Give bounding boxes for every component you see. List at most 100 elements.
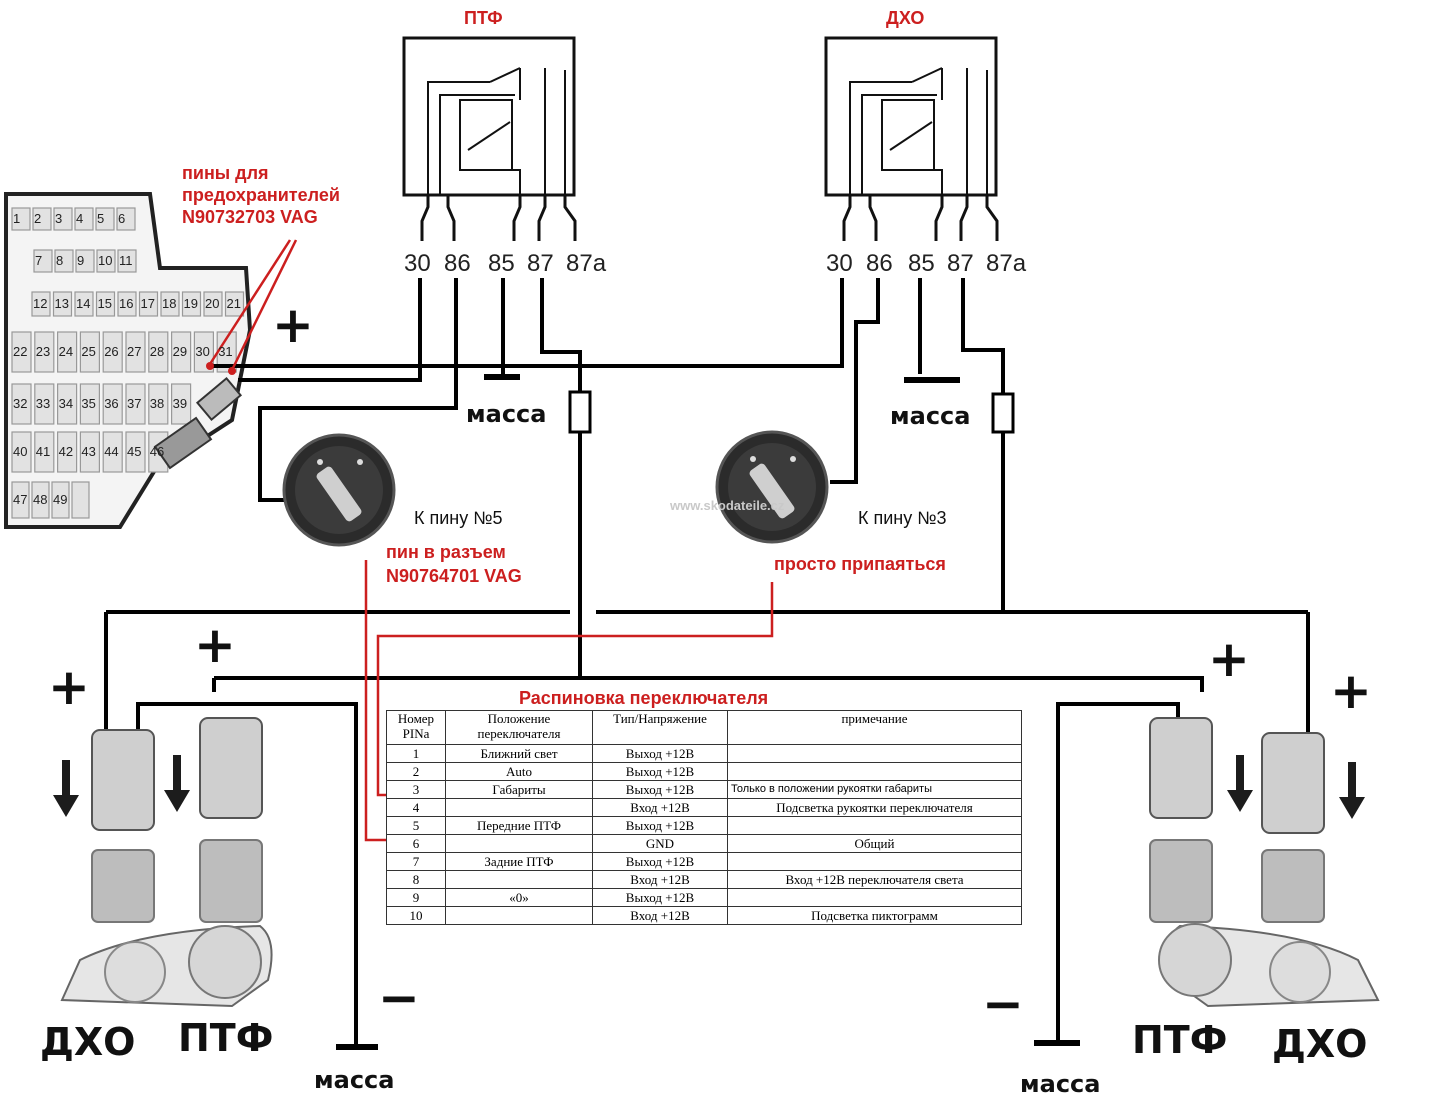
- fuse-slot: [117, 291, 137, 317]
- fuse-slot: [125, 383, 146, 425]
- pin-number-cell: 3: [386, 780, 446, 799]
- fuse-slot: [56, 383, 78, 425]
- to-pin3-label: К пину №3: [858, 508, 947, 528]
- fuse-slot: [125, 331, 146, 373]
- fuse-slot: [203, 291, 223, 317]
- fuse-number: 12: [33, 296, 48, 311]
- pinout-table: Номер PINa Положение переключателя Тип/Н…: [386, 710, 1022, 925]
- fuse-number: 26: [104, 344, 119, 359]
- fuse-number: 17: [140, 296, 155, 311]
- fog-left-label: ПТФ: [178, 1016, 274, 1060]
- note-cell: [727, 888, 1022, 907]
- fuse-number: 6: [118, 211, 126, 226]
- fuse-right: [991, 392, 1015, 434]
- fuse-number: 49: [53, 492, 68, 507]
- fuse-slot: [74, 207, 94, 231]
- table-row: 9«0»Выход +12В: [386, 888, 1022, 907]
- fuse-slot: [53, 207, 73, 231]
- fuse-slot: [102, 331, 123, 373]
- relay-left-pin-86: 86: [444, 250, 471, 277]
- fuse-slot: [102, 383, 123, 425]
- note-cell: Общий: [727, 834, 1022, 853]
- fuse-slot: [160, 291, 180, 317]
- wires: [104, 278, 1310, 1050]
- fuse-slot: [56, 431, 78, 473]
- fuse-slot: [51, 481, 70, 519]
- fuse-number: 45: [127, 444, 142, 459]
- fuse-number: 21: [226, 296, 241, 311]
- note-cell: Подсветка рукоятки переключателя: [727, 798, 1022, 817]
- fuse-number: 25: [81, 344, 96, 359]
- fuse-slot: [148, 383, 169, 425]
- fuse-pins-note-line1: пины для: [182, 163, 269, 183]
- fuse-number: 43: [81, 444, 96, 459]
- voltage-cell: Выход +12В: [592, 888, 728, 907]
- relay-right-pin-30: 30: [826, 250, 853, 277]
- pin-number-cell: 10: [386, 906, 446, 925]
- fuse-number: 14: [76, 296, 91, 311]
- note-cell: [727, 744, 1022, 763]
- fuse-slot: [171, 331, 192, 373]
- fuse-slot: [74, 291, 94, 317]
- fuse-number: 16: [119, 296, 134, 311]
- fuse-slot: [75, 249, 95, 273]
- drl-right-label: ДХО: [1272, 1022, 1368, 1066]
- fuse-number: 38: [149, 396, 165, 411]
- pin-number-cell: 9: [386, 888, 446, 907]
- note-cell: Подсветка пиктограмм: [727, 906, 1022, 925]
- fuse-slot: [125, 431, 146, 473]
- fuse-number: 29: [172, 344, 188, 359]
- fuse-number: 39: [172, 396, 188, 411]
- fuse-slot: [32, 207, 52, 231]
- connector-pin-note-line2: N90764701 VAG: [386, 566, 522, 586]
- left-lamps: [60, 717, 273, 1008]
- fuse-number: 35: [81, 396, 96, 411]
- note-cell: Вход +12В переключателя света: [727, 870, 1022, 889]
- position-cell: [445, 834, 593, 853]
- fuse-number: 37: [127, 396, 142, 411]
- light-switch-right: [715, 430, 829, 544]
- col-switch-position: Положение переключателя: [445, 710, 593, 745]
- fuse-number: 19: [183, 296, 198, 311]
- relay-right-title: ДХО: [886, 8, 925, 28]
- fuse-slot: [71, 481, 90, 519]
- fuse-slot: [31, 481, 50, 519]
- plus-sign-right-fog: +: [1208, 630, 1250, 688]
- fuse-box: [4, 192, 253, 529]
- voltage-cell: GND: [592, 834, 728, 853]
- fog-right-label: ПТФ: [1132, 1018, 1228, 1062]
- relay-right-pin-87: 87: [947, 250, 974, 277]
- fuse-slot: [34, 431, 55, 473]
- fuse-slot: [11, 431, 32, 473]
- voltage-cell: Выход +12В: [592, 744, 728, 763]
- fuse-slot: [224, 291, 245, 317]
- voltage-cell: Выход +12В: [592, 762, 728, 781]
- fuse-number: 47: [13, 492, 28, 507]
- relay-left-pin-87a: 87a: [566, 250, 607, 277]
- voltage-cell: Вход +12В: [592, 798, 728, 817]
- pin-number-cell: 6: [386, 834, 446, 853]
- ground-label-bottom-right: масса: [1020, 1070, 1101, 1098]
- fuse-slot: [79, 383, 101, 425]
- fuse-slot: [79, 331, 101, 373]
- fuse-slot: [96, 249, 116, 273]
- drl-left-label: ДХО: [40, 1020, 136, 1064]
- fuse-number: 23: [35, 344, 51, 359]
- relay-left-pin-85: 85: [488, 250, 515, 277]
- note-cell: [727, 816, 1022, 835]
- fuse-slot: [33, 249, 53, 273]
- pinout-table-header: Номер PINa Положение переключателя Тип/Н…: [386, 710, 1022, 745]
- fuse-slot: [117, 249, 137, 273]
- relay-left-pin-30: 30: [404, 250, 431, 277]
- fuse-number: 42: [58, 444, 74, 459]
- note-cell: [727, 762, 1022, 781]
- fuse-number: 34: [58, 396, 74, 411]
